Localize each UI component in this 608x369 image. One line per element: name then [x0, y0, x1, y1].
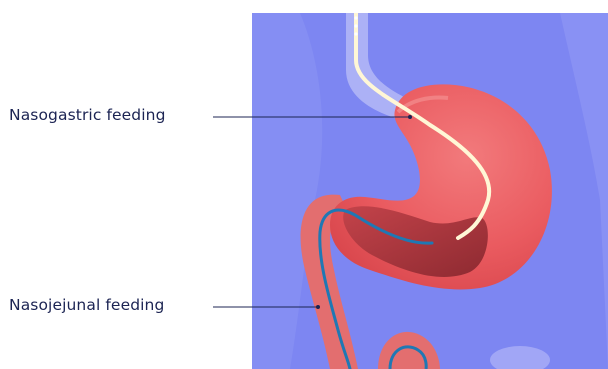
tube-dot — [354, 32, 357, 35]
nasojejunal-pointer-dot — [316, 305, 320, 309]
nasogastric-pointer-dot — [408, 115, 412, 119]
tube-dot — [354, 24, 357, 27]
tube-dot — [354, 16, 357, 19]
